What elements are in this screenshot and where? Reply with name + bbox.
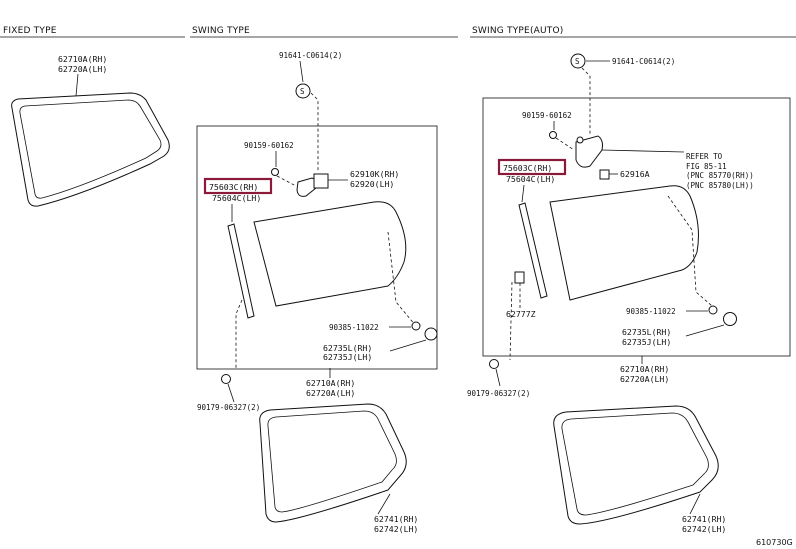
swing-clip-label: 90385-11022 [329, 323, 379, 332]
swing-auto-refer-leader [601, 149, 685, 153]
swing-bolt-icon [271, 168, 279, 176]
swing-auto-weatherstrip-icon [553, 405, 719, 525]
swing-auto-molding-lh-label: 75604C(LH) [506, 174, 555, 184]
swing-auto-glass-icon [549, 185, 699, 301]
swing-auto-molding-strip-icon [518, 202, 548, 299]
swing-auto-bracket-label: 62916A [620, 169, 650, 179]
swing-auto-clip2-label: 90179-06327(2) [467, 389, 530, 398]
swing-auto-clip2-leader [495, 368, 501, 387]
swing-auto-weatherstrip-inner [561, 412, 709, 516]
fixed-glass-lh-label: 62720A(LH) [58, 64, 107, 74]
swing-weatherstrip-inner [267, 410, 397, 513]
section-header-swing: SWING TYPE [190, 26, 458, 38]
fixed-quarter-glass-inner [19, 99, 162, 199]
swing-auto-stay-icon [514, 271, 525, 284]
swing-bolt-dashline [276, 175, 297, 187]
swing-auto-bolt-icon [549, 131, 557, 139]
swing-cushion-leader [389, 339, 427, 352]
swing-weatherstrip-lh-label: 62742(LH) [374, 524, 418, 534]
swing-auto-screw-symbol: S [575, 57, 580, 66]
swing-cushion-rh-label: 62735L(RH) [323, 343, 372, 353]
swing-screw-leader [299, 60, 304, 83]
swing-cushion-lh-label: 62735J(LH) [323, 352, 372, 362]
section-header-fixed: FIXED TYPE [0, 26, 185, 38]
swing-auto-glass-rh-label: 62710A(RH) [620, 364, 669, 374]
swing-screw-icon [295, 83, 311, 99]
swing-auto-molding-leader [521, 184, 525, 203]
swing-auto-cushion-leader [685, 324, 725, 337]
swing-auto-clip2-dashline [509, 281, 513, 361]
section-title-swing: SWING TYPE [192, 26, 250, 36]
swing-hinge-rh-label: 62910K(RH) [350, 169, 399, 179]
swing-screw-symbol: S [300, 87, 305, 96]
swing-auto-refer-line1: REFER TO [686, 152, 723, 161]
swing-type-group: 91641-C0614(2) S 90159-60162 62910K(RH) … [196, 51, 438, 534]
fixed-quarter-glass [11, 92, 170, 207]
swing-auto-bolt-label: 90159-60162 [522, 111, 572, 120]
swing-auto-refer-line4: (PNC 85780(LH)) [686, 181, 754, 190]
swing-auto-molding-highlight-box[interactable] [497, 158, 567, 176]
swing-clip2-label: 90179-06327(2) [197, 403, 260, 412]
swing-weatherstrip-icon [259, 403, 407, 523]
fixed-type-group: 62710A(RH) 62720A(LH) [11, 54, 170, 207]
swing-auto-bolt-dashline [555, 137, 575, 151]
swing-auto-screw-label: 91641-C0614(2) [612, 57, 675, 66]
swing-auto-glass-lh-label: 62720A(LH) [620, 374, 669, 384]
swing-clip2-dashline [235, 299, 243, 368]
swing-clip2-leader [227, 383, 235, 403]
swing-auto-type-group: S 91641-C0614(2) 90159-60162 REFER TO FI… [467, 53, 791, 534]
swing-weatherstrip-leader [377, 493, 391, 515]
swing-molding-strip-icon [227, 223, 255, 319]
fixed-glass-rh-label: 62710A(RH) [58, 54, 107, 64]
swing-auto-cushion-rh-label: 62735L(RH) [622, 327, 671, 337]
swing-auto-stay-label: 62777Z [506, 309, 536, 319]
swing-auto-refer-line2: FIG 85-11 [686, 162, 727, 171]
swing-auto-molding-rh-label[interactable]: 75603C(RH) [503, 163, 552, 173]
swing-clip-icon [411, 321, 421, 331]
swing-glass-rh-label: 62710A(RH) [306, 378, 355, 388]
swing-auto-screw-dashline [581, 67, 591, 134]
swing-hinge-plate-icon [313, 173, 329, 189]
swing-body-frame [196, 125, 438, 370]
swing-auto-bracket-icon [599, 169, 610, 180]
swing-screw-dashline [310, 92, 319, 172]
swing-auto-clip-label: 90385-11022 [626, 307, 676, 316]
figure-code: 610730G [756, 538, 793, 547]
swing-auto-weatherstrip-leader [689, 493, 701, 515]
swing-auto-hinge-pin-icon [576, 136, 584, 144]
fixed-glass-leader [75, 73, 79, 97]
section-title-swing-auto: SWING TYPE(AUTO) [472, 26, 564, 36]
swing-hinge-lh-label: 62920(LH) [350, 179, 394, 189]
swing-auto-screw-icon [570, 53, 586, 69]
swing-auto-clip-icon [708, 305, 718, 315]
swing-bolt-label: 90159-60162 [244, 141, 294, 150]
swing-screw-label: 91641-C0614(2) [279, 51, 342, 60]
swing-glass-lh-label: 62720A(LH) [306, 388, 355, 398]
swing-auto-weatherstrip-rh-label: 62741(RH) [682, 514, 726, 524]
swing-auto-clip2-icon [489, 359, 499, 369]
swing-auto-cushion-lh-label: 62735J(LH) [622, 337, 671, 347]
section-header-swing-auto: SWING TYPE(AUTO) [470, 26, 796, 38]
swing-auto-refer-line3: (PNC 85770(RH)) [686, 171, 754, 180]
swing-molding-highlight-box[interactable] [203, 177, 273, 195]
swing-clip2-icon [221, 374, 231, 384]
swing-auto-cushion-icon [723, 312, 737, 326]
section-title-fixed: FIXED TYPE [3, 26, 57, 36]
swing-molding-lh-label: 75604C(LH) [212, 193, 261, 203]
swing-weatherstrip-rh-label: 62741(RH) [374, 514, 418, 524]
swing-molding-rh-label[interactable]: 75603C(RH) [209, 182, 258, 192]
swing-glass-icon [253, 201, 407, 307]
swing-glass-dashline [387, 231, 417, 327]
swing-auto-weatherstrip-lh-label: 62742(LH) [682, 524, 726, 534]
swing-auto-body-frame [482, 97, 791, 357]
swing-cushion-icon [424, 327, 438, 341]
swing-auto-glass-dashline [667, 195, 713, 307]
swing-auto-hinge-icon [575, 135, 603, 168]
